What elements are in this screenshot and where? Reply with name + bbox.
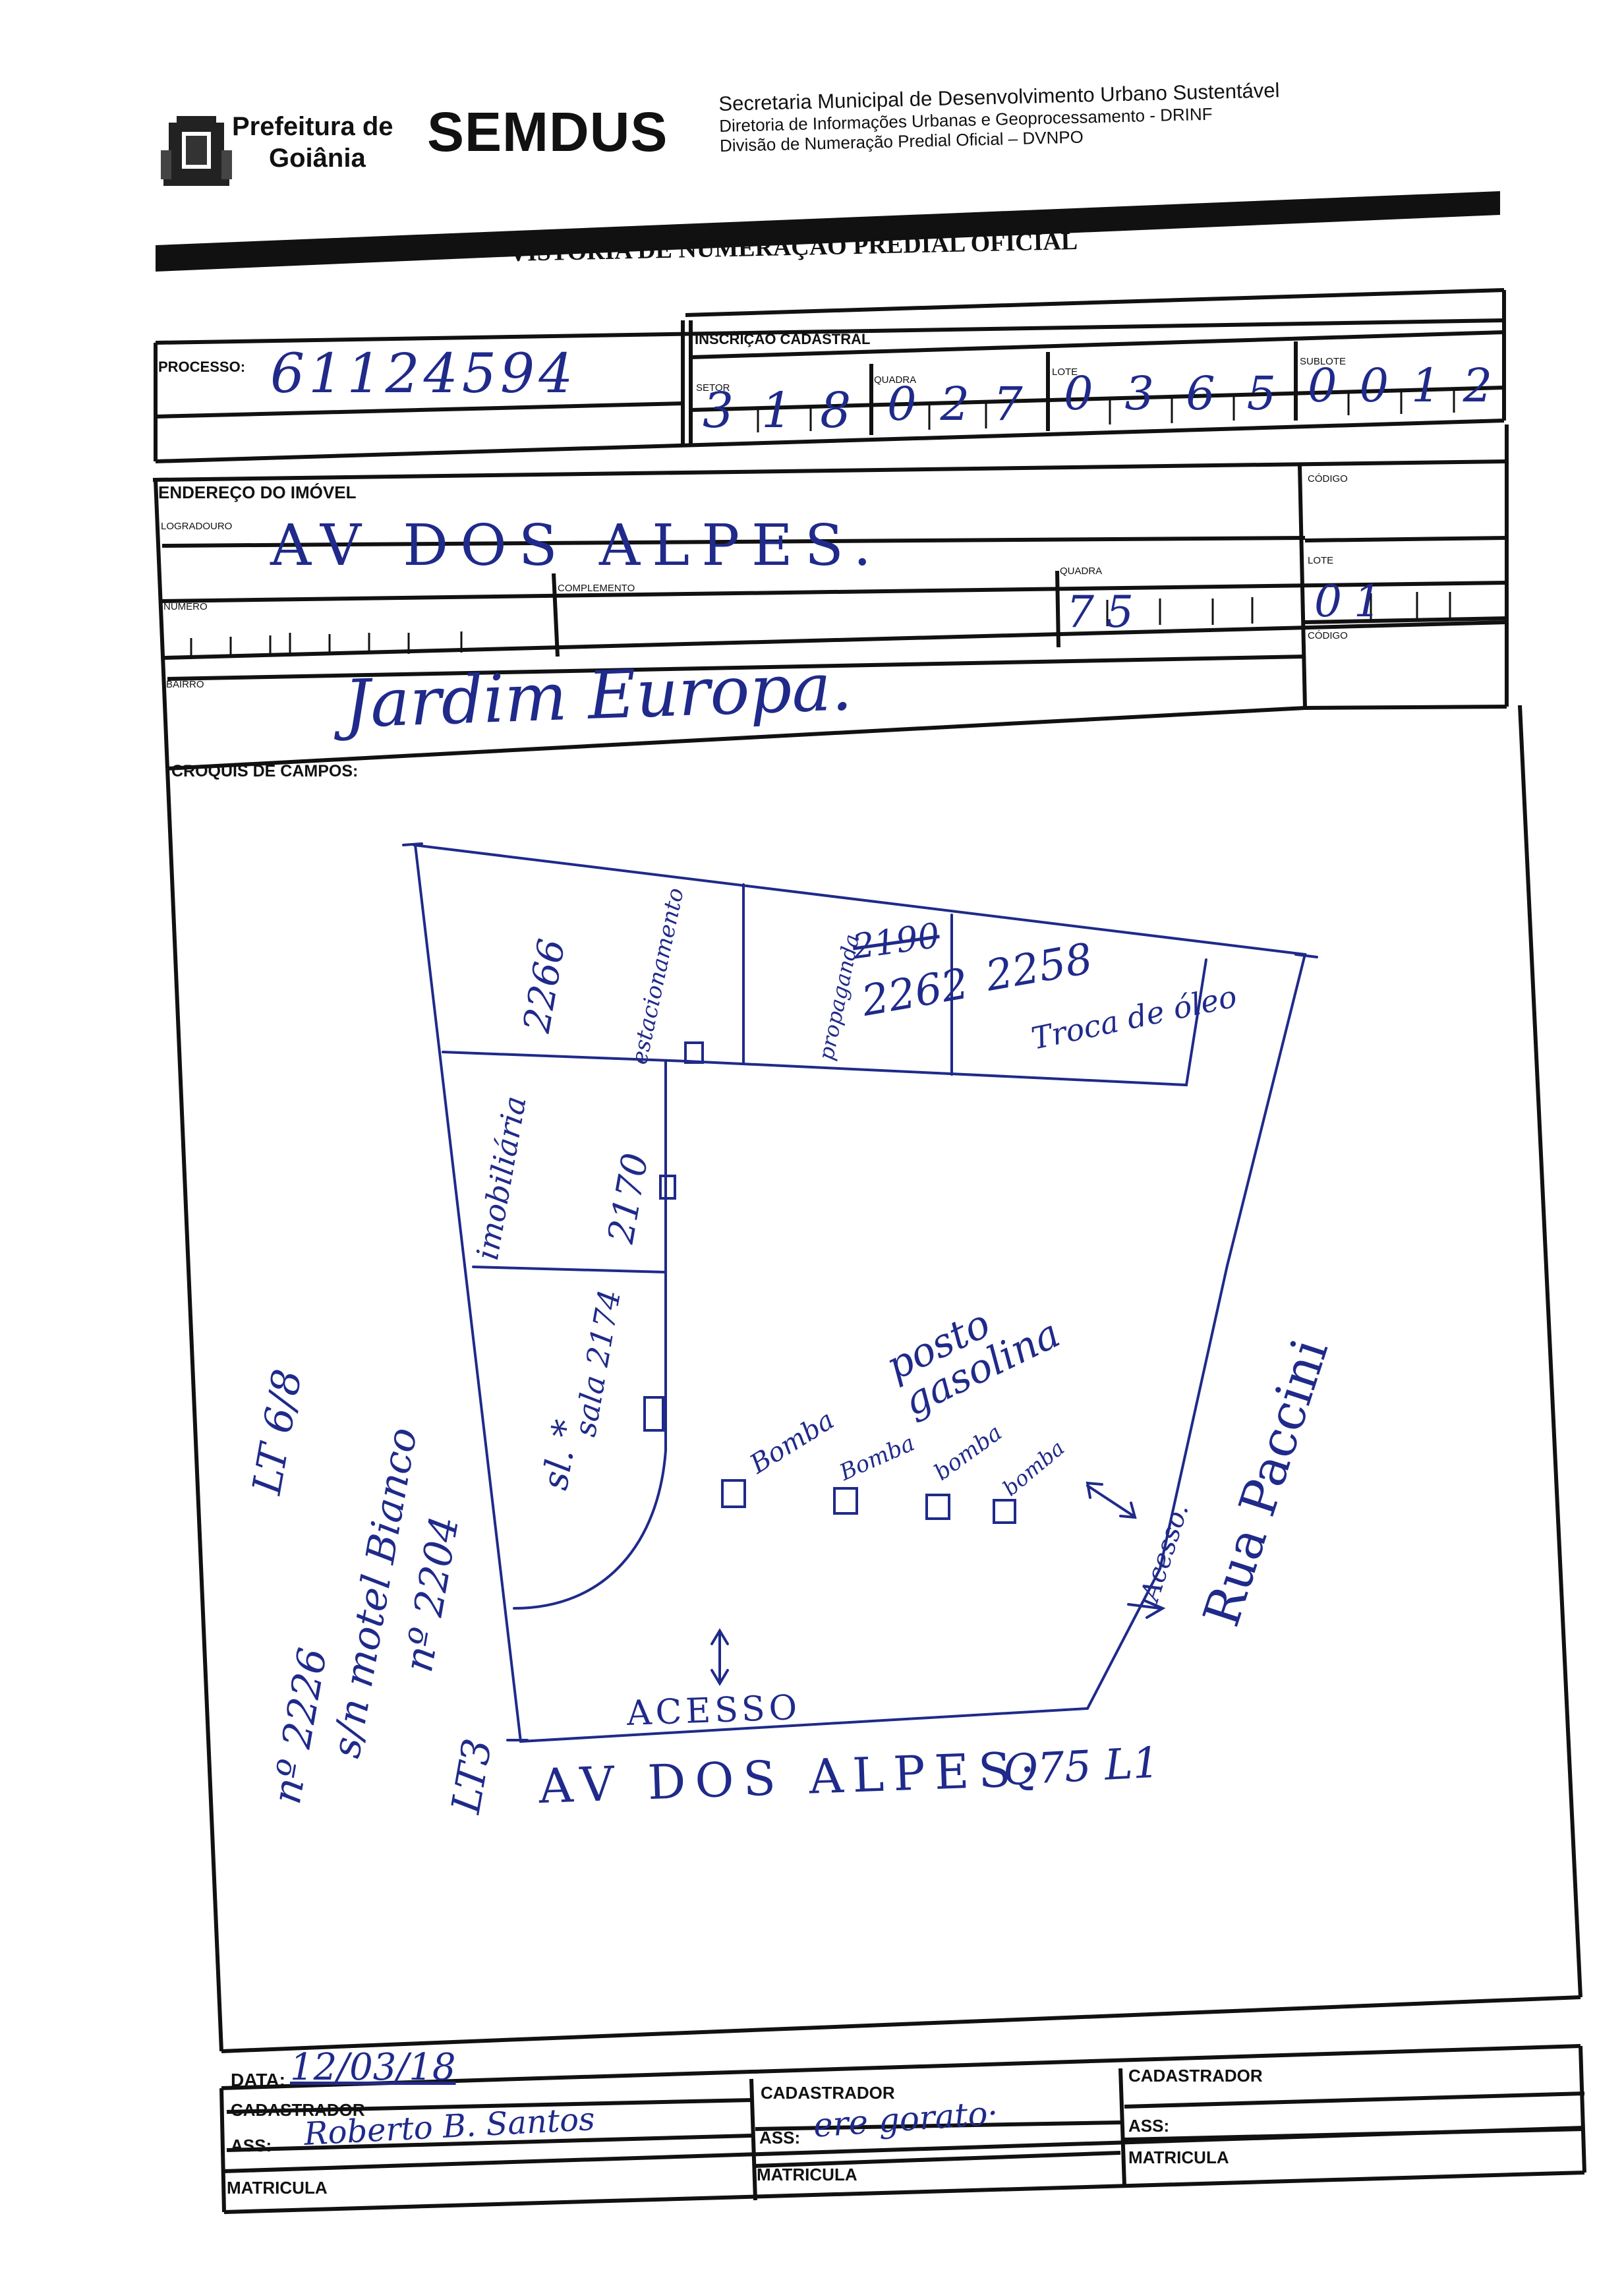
city-coat-of-arms-icon bbox=[161, 116, 232, 186]
cadastrador-2-label: CADASTRADOR bbox=[761, 2083, 895, 2103]
lote-value-2: 01 bbox=[1314, 576, 1393, 627]
matricula-3-label: MATRICULA bbox=[1128, 2147, 1229, 2167]
endereco-label: ENDEREÇO DO IMÓVEL bbox=[158, 482, 357, 502]
logradouro-value: AV DOS ALPES. bbox=[270, 513, 884, 579]
quadra-lote-ref: Q75 L1 bbox=[1002, 1738, 1161, 1796]
matricula-2-label: MATRICULA bbox=[757, 2165, 857, 2184]
processo-label: PROCESSO: bbox=[158, 359, 246, 375]
setor-label: SETOR bbox=[696, 382, 730, 394]
header-banner-bar bbox=[156, 191, 1500, 272]
lote-label: LOTE bbox=[1052, 366, 1078, 378]
ass-3-label: ASS: bbox=[1128, 2116, 1170, 2136]
complemento-label: COMPLEMENTO bbox=[558, 583, 635, 594]
quadra-value: 027 bbox=[887, 377, 1047, 431]
cadastrador-1-label: CADASTRADOR bbox=[231, 2100, 365, 2120]
lote-value: 0365 bbox=[1064, 366, 1308, 421]
sublote-label: SUBLOTE bbox=[1300, 356, 1347, 367]
numero-label: NUMERO bbox=[163, 601, 208, 612]
cadastrador-3-label: CADASTRADOR bbox=[1128, 2066, 1263, 2086]
quadra-label-2: QUADRA bbox=[1060, 566, 1103, 577]
quadra-value-2: 75 bbox=[1066, 587, 1146, 637]
bairro-label: BAIRRO bbox=[166, 679, 204, 690]
data-label: DATA: bbox=[231, 2070, 285, 2090]
processo-value: 61124594 bbox=[270, 343, 577, 405]
inscricao-label: INSCRIÇÃO CADASTRAL bbox=[695, 331, 871, 347]
setor-value: 318 bbox=[703, 382, 879, 439]
codigo-label-2: CÓDIGO bbox=[1308, 630, 1348, 641]
codigo-label: CÓDIGO bbox=[1308, 473, 1348, 484]
ass-1-label: ASS: bbox=[231, 2136, 272, 2155]
lote-label-2: LOTE bbox=[1308, 555, 1334, 566]
croquis-label: CROQUIS DE CAMPOS: bbox=[171, 762, 359, 780]
matricula-1-label: MATRICULA bbox=[227, 2178, 328, 2198]
logradouro-label: LOGRADOURO bbox=[161, 521, 233, 532]
acesso-bottom-label: ACESSO bbox=[626, 1687, 802, 1734]
city-name-line1: Prefeitura de bbox=[232, 112, 393, 141]
sublote-value: 0012 bbox=[1308, 359, 1515, 413]
data-value: 12/03/18 bbox=[290, 2046, 456, 2089]
ass-2-label: ASS: bbox=[759, 2128, 801, 2147]
city-name-line2: Goiânia bbox=[269, 144, 366, 173]
agency-logo: SEMDUS bbox=[427, 101, 668, 163]
quadra-label: QUADRA bbox=[874, 374, 917, 386]
